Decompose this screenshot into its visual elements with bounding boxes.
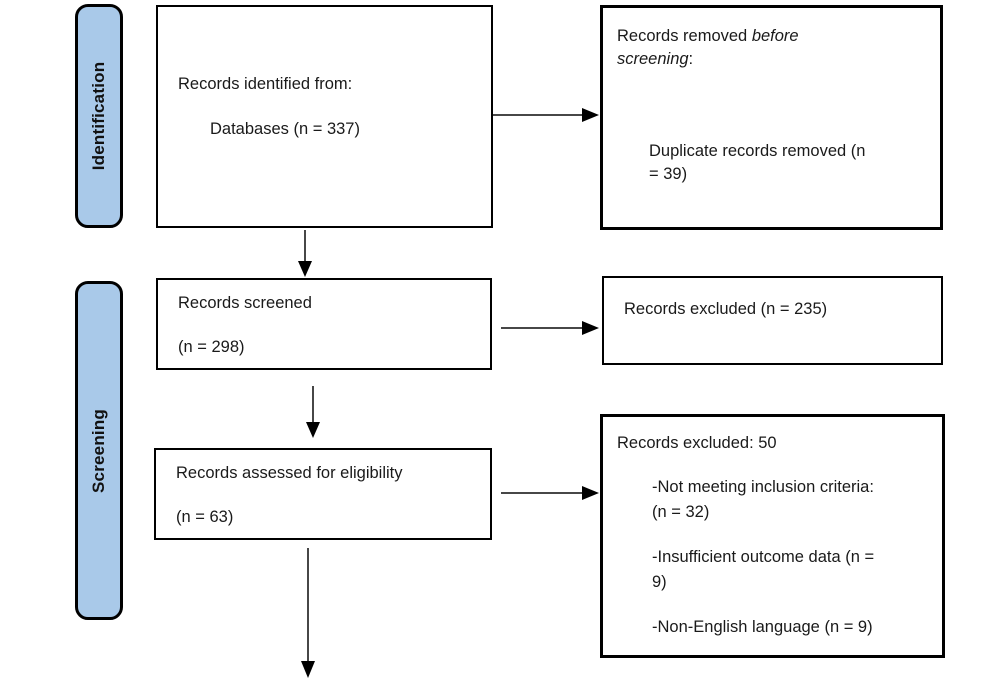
stage-label-identification: Identification bbox=[89, 61, 108, 171]
box-records-screened: Records screened (n = 298) bbox=[156, 278, 492, 370]
arrow-screened-to-assessed bbox=[306, 386, 320, 438]
box-records-removed: Records removed before screening: Duplic… bbox=[600, 5, 943, 230]
records-assessed-line2: (n = 63) bbox=[176, 508, 234, 526]
records-removed-detail-line2: = 39) bbox=[649, 165, 688, 183]
records-screened-line1: Records screened bbox=[178, 294, 312, 312]
arrow-identified-to-removed bbox=[493, 108, 599, 122]
box-records-assessed: Records assessed for eligibility (n = 63… bbox=[154, 448, 492, 540]
stage-bar-identification: Identification bbox=[75, 4, 123, 228]
exclusion-reason-2: -Insufficient outcome data (n = 9) bbox=[652, 548, 875, 591]
box-records-identified: Records identified from: Databases (n = … bbox=[156, 5, 493, 228]
records-removed-line2: screening: bbox=[617, 50, 694, 68]
arrow-identified-to-screened bbox=[298, 230, 312, 277]
arrow-assessed-to-excluded bbox=[501, 486, 599, 500]
stage-bar-screening: Screening bbox=[75, 281, 123, 620]
records-identified-line1: Records identified from: bbox=[178, 75, 353, 93]
arrow-screened-to-excluded bbox=[501, 321, 599, 335]
records-excluded-eligibility-title: Records excluded: 50 bbox=[617, 434, 777, 452]
exclusion-reason-3: -Non-English language (n = 9) bbox=[652, 618, 873, 636]
records-removed-line1: Records removed before bbox=[617, 27, 799, 45]
records-excluded-screening-line1: Records excluded (n = 235) bbox=[624, 300, 828, 318]
exclusion-reasons-list: -Not meeting inclusion criteria: (n = 32… bbox=[617, 475, 932, 640]
arrow-assessed-down bbox=[301, 548, 315, 678]
records-identified-line2: Databases (n = 337) bbox=[210, 120, 360, 138]
records-assessed-line1: Records assessed for eligibility bbox=[176, 464, 403, 482]
box-records-excluded-eligibility: Records excluded: 50 -Not meeting inclus… bbox=[600, 414, 945, 658]
records-screened-line2: (n = 298) bbox=[178, 338, 245, 356]
stage-label-screening: Screening bbox=[89, 408, 108, 493]
exclusion-reason-1: -Not meeting inclusion criteria: (n = 32… bbox=[652, 478, 874, 521]
records-removed-detail-line1: Duplicate records removed (n bbox=[649, 142, 866, 160]
box-records-excluded-screening: Records excluded (n = 235) bbox=[602, 276, 943, 365]
